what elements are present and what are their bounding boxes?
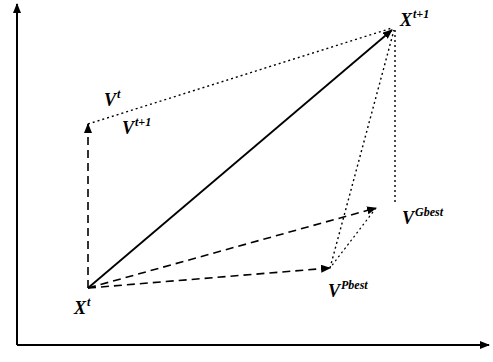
construction-line bbox=[330, 208, 376, 268]
symbol-superscript: t+1 bbox=[413, 7, 429, 21]
x-axis bbox=[17, 344, 489, 346]
symbol-superscript: Gbest bbox=[415, 205, 443, 219]
pbest-vector bbox=[88, 268, 330, 288]
position-label: Xt bbox=[74, 296, 90, 317]
gbest-label: VGbest bbox=[402, 206, 443, 227]
symbol-base: X bbox=[74, 298, 86, 318]
symbol-superscript: t bbox=[117, 87, 120, 101]
construction-line bbox=[330, 30, 394, 268]
symbol-base: V bbox=[122, 118, 134, 138]
inertia-vector bbox=[87, 124, 89, 288]
construction-line bbox=[394, 30, 395, 204]
symbol-base: V bbox=[328, 281, 340, 301]
gbest-vector bbox=[88, 208, 376, 288]
symbol-base: X bbox=[400, 10, 412, 30]
symbol-base: V bbox=[402, 208, 414, 228]
symbol-superscript: Pbest bbox=[341, 278, 368, 292]
symbol-base: V bbox=[104, 90, 116, 110]
resultant-vector bbox=[88, 30, 392, 288]
symbol-superscript: t+1 bbox=[135, 115, 151, 129]
velocity-label: Vt+1 bbox=[122, 116, 151, 137]
construction-line bbox=[88, 28, 392, 124]
position-label: Xt+1 bbox=[400, 8, 429, 29]
inertia-label: Vt bbox=[104, 88, 120, 109]
symbol-superscript: t bbox=[87, 295, 90, 309]
pbest-label: VPbest bbox=[328, 279, 368, 300]
y-axis bbox=[16, 4, 18, 345]
